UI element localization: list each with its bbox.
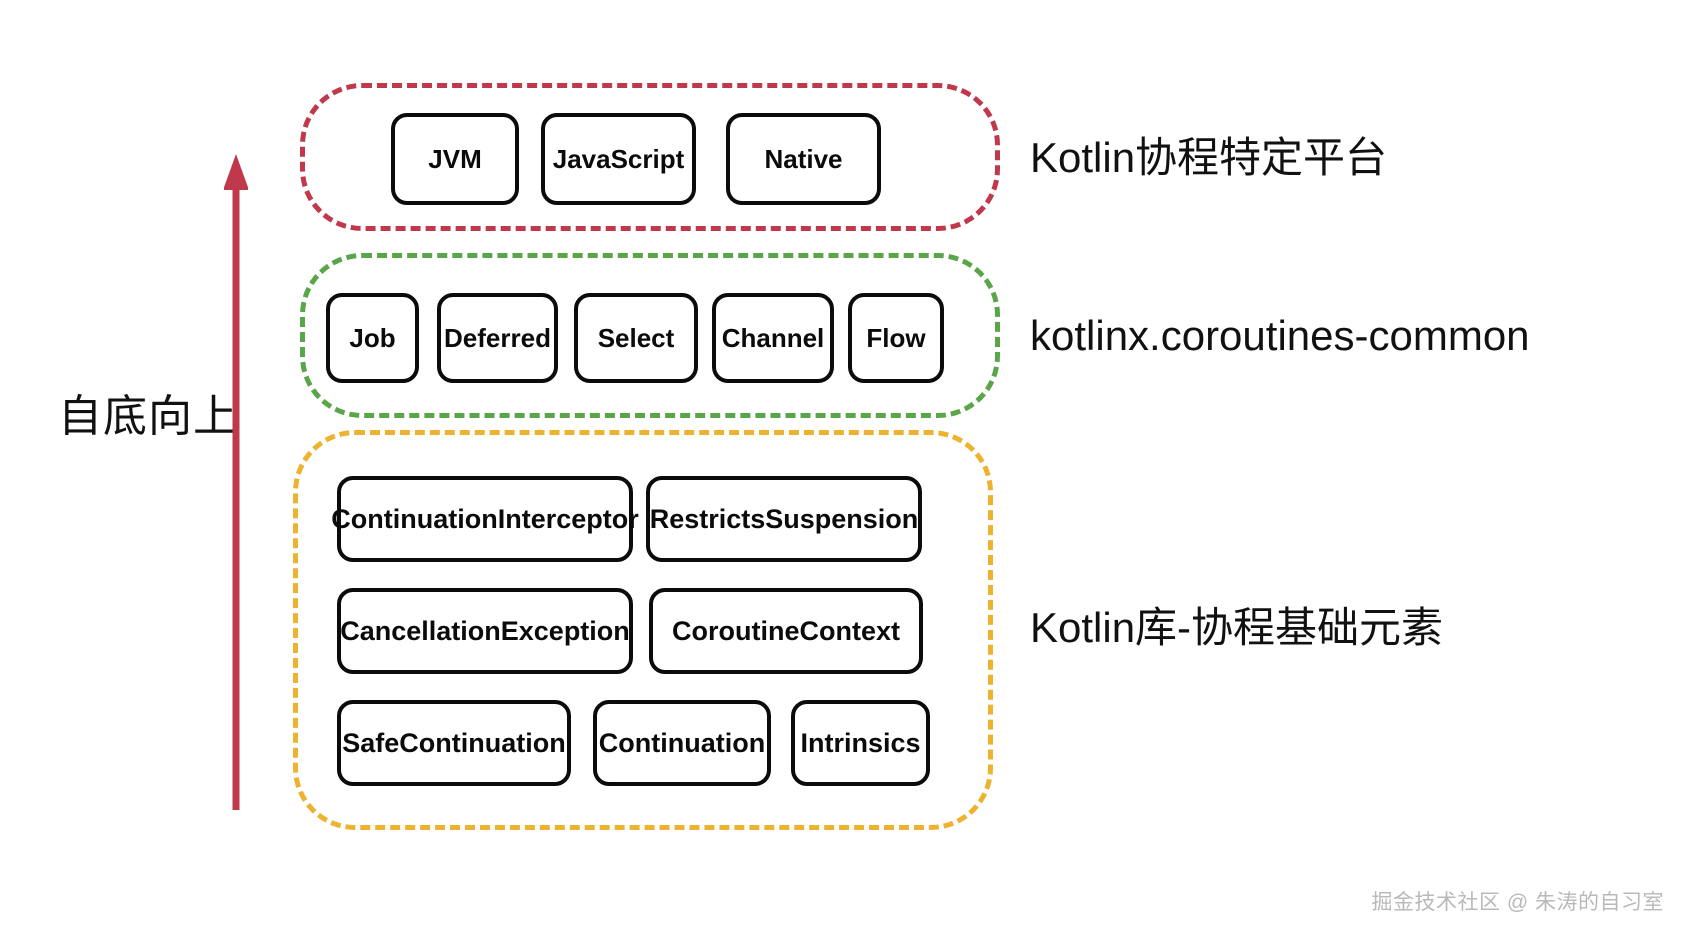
- node-restrictssuspension[interactable]: RestrictsSuspension: [646, 476, 922, 562]
- node-label: Channel: [721, 322, 825, 353]
- node-label: CancellationException: [340, 615, 630, 646]
- layer-band-base: [293, 430, 993, 830]
- node-coroutinecontext[interactable]: CoroutineContext: [649, 588, 923, 674]
- node-label: Intrinsics: [800, 727, 921, 758]
- bottom-up-flow-label: 自底向上: [58, 392, 238, 441]
- node-label: Continuation: [598, 727, 766, 758]
- node-label: ContinuationInterceptor: [331, 503, 639, 534]
- watermark-text: 掘金技术社区 @ 朱涛的自习室: [1371, 891, 1664, 914]
- node-label: SafeContinuation: [342, 727, 566, 758]
- layer-caption-base: Kotlin库-协程基础元素: [1030, 604, 1444, 651]
- node-label: Job: [349, 322, 396, 353]
- node-label: JavaScript: [552, 143, 685, 174]
- node-channel[interactable]: Channel: [712, 293, 834, 383]
- upward-arrow-icon: [224, 154, 248, 810]
- node-label: CoroutineContext: [672, 615, 900, 646]
- node-select[interactable]: Select: [574, 293, 698, 383]
- node-javascript[interactable]: JavaScript: [541, 113, 696, 205]
- node-label: JVM: [428, 143, 482, 174]
- node-label: Flow: [866, 322, 926, 353]
- node-flow[interactable]: Flow: [848, 293, 944, 383]
- layer-band-platform: [300, 83, 1000, 231]
- node-job[interactable]: Job: [326, 293, 419, 383]
- node-label: Deferred: [444, 322, 551, 353]
- node-label: Native: [764, 143, 843, 174]
- node-safecontinuation[interactable]: SafeContinuation: [337, 700, 571, 786]
- node-native[interactable]: Native: [726, 113, 881, 205]
- node-deferred[interactable]: Deferred: [437, 293, 558, 383]
- node-label: RestrictsSuspension: [649, 503, 919, 534]
- node-continuationinterceptor[interactable]: ContinuationInterceptor: [331, 476, 639, 562]
- node-jvm[interactable]: JVM: [391, 113, 519, 205]
- node-intrinsics[interactable]: Intrinsics: [791, 700, 930, 786]
- layer-caption-common: kotlinx.coroutines-common: [1030, 312, 1530, 359]
- node-continuation[interactable]: Continuation: [593, 700, 771, 786]
- node-cancellationexception[interactable]: CancellationException: [337, 588, 633, 674]
- layer-band-common: [300, 253, 1000, 418]
- node-label: Select: [597, 322, 675, 353]
- layer-caption-platform: Kotlin协程特定平台: [1030, 134, 1388, 181]
